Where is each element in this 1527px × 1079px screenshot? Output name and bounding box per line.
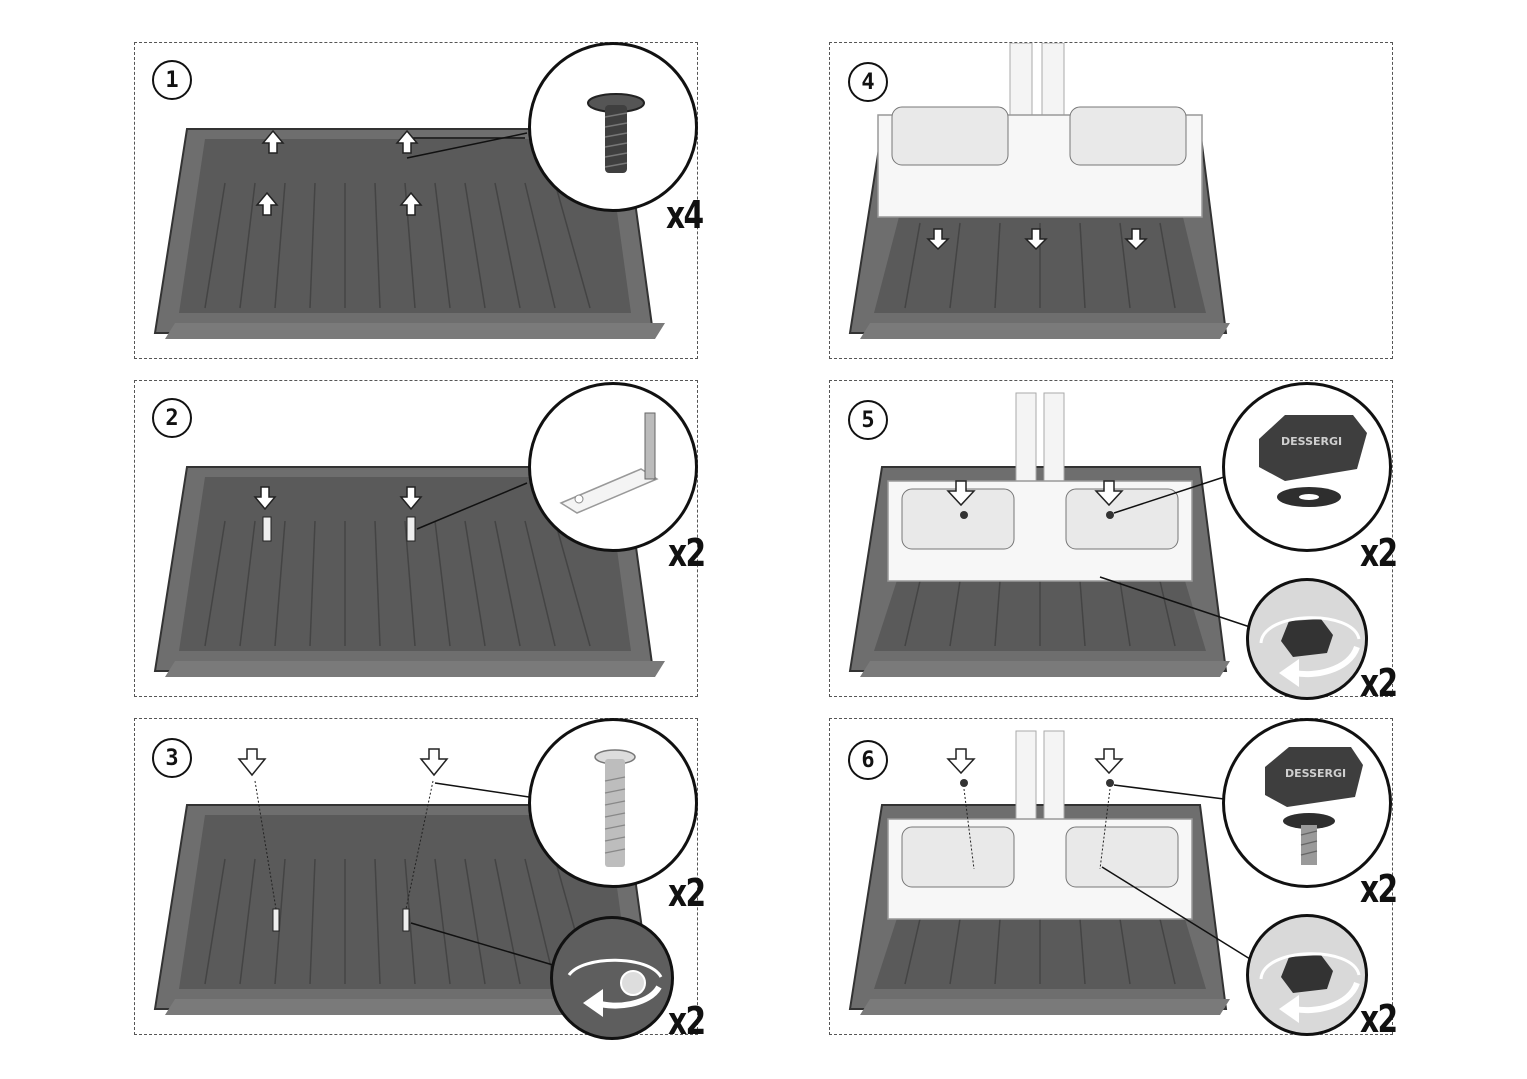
step-5-rotate-circle (1246, 578, 1368, 700)
down-arrow-icon (926, 228, 1148, 251)
step-4-number: 4 (848, 62, 888, 102)
rotate-arrow-icon (567, 958, 663, 1017)
step-5-number: 5 (848, 400, 888, 440)
step-3-rotate-circle (550, 916, 674, 1040)
step-3-detail-circle (528, 718, 698, 888)
step-6-detail-quantity: x2 (1360, 867, 1398, 911)
stand-illustration (848, 392, 1251, 677)
step-2-quantity: x2 (668, 531, 706, 575)
step-4-panel (829, 42, 1393, 359)
step-3-detail-quantity: x2 (668, 871, 706, 915)
step-5-detail-circle: DESSERGI (1222, 382, 1392, 552)
tray-illustration (153, 748, 665, 1015)
svg-text:DESSERGI: DESSERGI (1285, 767, 1346, 780)
step-6-number: 6 (848, 740, 888, 780)
step-2-number: 2 (152, 398, 192, 438)
step-1-number: 1 (152, 60, 192, 100)
down-arrow-icon (946, 480, 1124, 507)
step-5-rotate-quantity: x2 (1360, 661, 1398, 705)
svg-text:DESSERGI: DESSERGI (1281, 435, 1342, 448)
step-1-detail-circle (528, 42, 698, 212)
down-arrow-icon (253, 486, 423, 511)
step-3-number: 3 (152, 738, 192, 778)
stand-illustration (848, 43, 1230, 339)
bracket-icon (559, 468, 659, 514)
tray-illustration (153, 128, 665, 339)
step-6-rotate-quantity: x2 (1360, 997, 1398, 1041)
stand-illustration (848, 730, 1251, 1015)
step-5-detail-quantity: x2 (1360, 531, 1398, 575)
step-3-rotate-quantity: x2 (668, 999, 706, 1043)
tray-illustration (153, 466, 665, 677)
up-arrow-icon (255, 129, 423, 216)
step-2-detail-circle (528, 382, 698, 552)
rotate-arrow-icon (1259, 952, 1361, 1023)
knob-icon: DESSERGI (1265, 747, 1363, 865)
step-6-rotate-circle (1246, 914, 1368, 1036)
rotate-arrow-icon (1259, 616, 1361, 687)
down-arrow-icon (946, 748, 1124, 775)
knob-icon: DESSERGI (1259, 415, 1367, 507)
down-arrow-icon (237, 748, 449, 777)
step-6-detail-circle: DESSERGI (1222, 718, 1392, 888)
step-1-quantity: x4 (666, 193, 704, 237)
